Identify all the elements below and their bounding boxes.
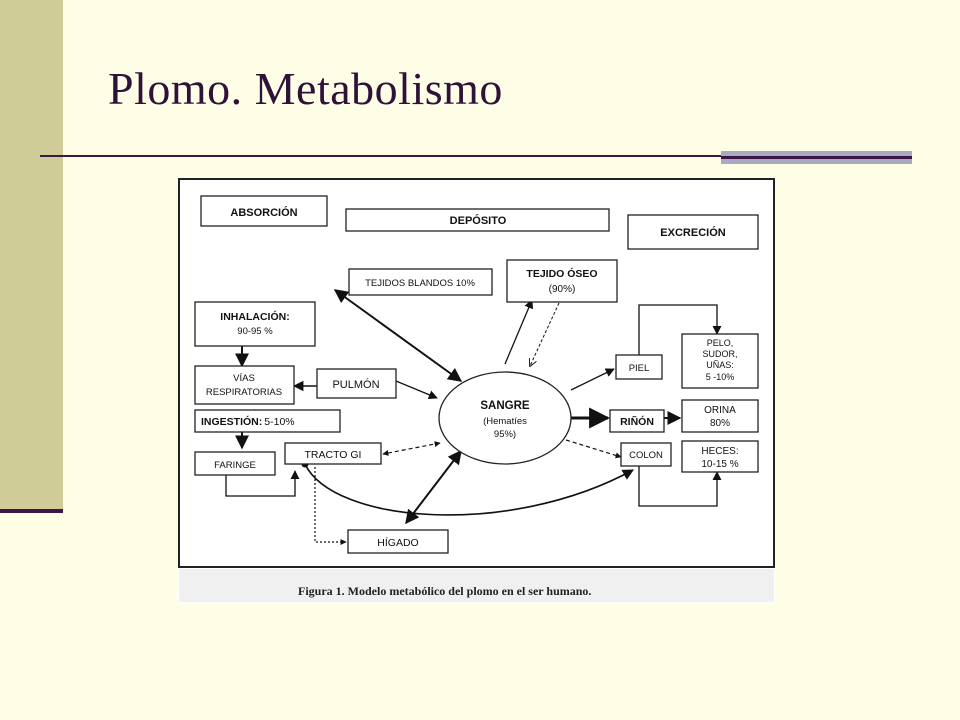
edge-sangre-colon — [565, 439, 622, 459]
node-sangre-ellipse — [438, 371, 572, 465]
node-tejido-oseo-box — [506, 259, 618, 303]
node-rinon: RIÑÓN — [620, 415, 654, 428]
header-excrecion-box — [627, 214, 759, 250]
node-ingestion-box — [194, 409, 341, 433]
node-vias-respiratorias-box — [194, 365, 295, 405]
node-tracto-gi: TRACTO GI — [305, 449, 362, 461]
node-colon: COLON — [629, 450, 663, 461]
node-pelo-line3: UÑAS: — [706, 360, 734, 370]
node-inhalacion-box — [194, 301, 316, 347]
node-pelo-line4: 5 -10% — [706, 372, 735, 382]
node-piel-box — [615, 354, 663, 380]
node-sangre-pct: 95%) — [494, 429, 516, 440]
node-colon-box — [620, 442, 672, 467]
node-pulmon-box — [316, 368, 397, 399]
header-deposito-box — [345, 208, 610, 232]
header-excrecion: EXCRECIÓN — [660, 226, 725, 239]
node-faringe-box — [194, 451, 276, 476]
node-pelo-box — [681, 333, 759, 389]
figure-caption: Figura 1. Modelo metabólico del plomo en… — [298, 584, 591, 598]
diagram-edges — [225, 289, 722, 545]
edge-sangre-tracto-gi — [382, 441, 441, 456]
node-sangre: SANGRE — [480, 400, 530, 412]
node-higado: HÍGADO — [377, 536, 418, 549]
node-tejidos-blandos-box — [348, 268, 493, 296]
node-inhalacion-pct: 90-95 % — [237, 326, 273, 337]
edge-piel-pelo — [638, 304, 722, 358]
edge-sangre-higado — [405, 449, 462, 525]
node-pelo-line2: SUDOR, — [702, 349, 737, 359]
node-ingestion-pct: 5-10% — [264, 416, 294, 428]
node-tejido-oseo: TEJIDO ÓSEO — [526, 267, 597, 280]
node-vias-line1: VÍAS — [233, 373, 255, 384]
edge-pulmon-sangre — [395, 380, 438, 400]
node-inhalacion: INHALACIÓN: — [220, 310, 289, 323]
node-pelo-line1: PELO, — [707, 338, 734, 348]
edge-colon-heces — [638, 466, 722, 507]
node-orina-line1: ORINA — [704, 405, 736, 416]
edge-tejido-oseo-sangre — [530, 302, 560, 366]
node-faringe: FARINGE — [214, 460, 256, 471]
node-vias-line2: RESPIRATORIAS — [206, 387, 282, 398]
title-underline — [40, 155, 912, 157]
node-heces-line2: 10-15 % — [701, 459, 738, 470]
title-underline-accent-line — [721, 156, 912, 159]
node-orina-line2: 80% — [710, 418, 730, 429]
node-sangre-sub: (Hematíes — [483, 416, 527, 427]
node-piel: PIEL — [629, 363, 650, 374]
node-heces-line1: HECES: — [701, 446, 738, 457]
slide-title: Plomo. Metabolismo — [108, 63, 503, 114]
edge-tracto-gi-higado — [314, 467, 347, 545]
left-accent-bar — [0, 0, 63, 512]
edge-sangre-piel — [570, 368, 615, 391]
node-tejido-oseo-pct: (90%) — [549, 284, 576, 295]
header-absorcion-box — [200, 195, 328, 227]
node-heces-box — [681, 440, 759, 473]
caption-band — [179, 569, 774, 602]
node-tejidos-blandos: TEJIDOS BLANDOS 10% — [365, 278, 475, 289]
node-rinon-box — [609, 409, 665, 433]
node-higado-box — [347, 529, 449, 554]
header-deposito: DEPÓSITO — [450, 214, 507, 227]
node-ingestion: INGESTIÓN:5-10% — [201, 415, 295, 428]
edge-sangre-tejidos-blandos — [333, 289, 463, 382]
lead-metabolism-diagram: Figura 1. Modelo metabólico del plomo en… — [178, 178, 775, 602]
node-ingestion-label: INGESTIÓN: — [201, 415, 262, 428]
figure-panel: Figura 1. Modelo metabólico del plomo en… — [178, 178, 775, 603]
node-tracto-gi-box — [284, 442, 382, 465]
edge-faringe-tracto-gi — [225, 470, 300, 497]
edge-sangre-tejido-oseo — [504, 299, 534, 365]
left-accent-bar-foot — [0, 509, 63, 513]
node-pulmon: PULMÓN — [332, 378, 379, 391]
header-absorcion: ABSORCIÓN — [230, 206, 297, 219]
node-orina-box — [681, 399, 759, 433]
